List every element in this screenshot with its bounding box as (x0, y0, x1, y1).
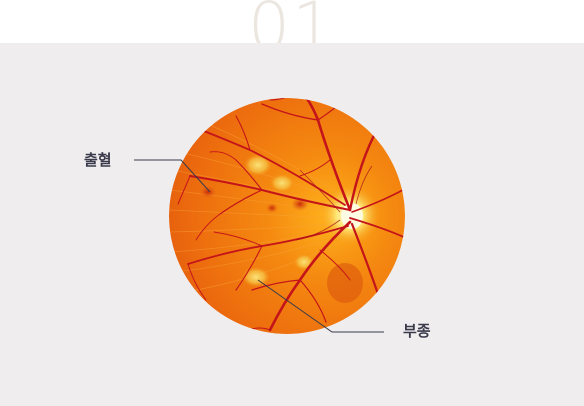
hemorrhage-leader-line (134, 159, 211, 193)
edema-spot (242, 267, 270, 287)
step-number: 01 (248, 0, 336, 54)
edema-leader-line (257, 279, 384, 333)
hemorrhage-label: 출혈 (84, 151, 112, 169)
exudate-spot (294, 254, 314, 270)
hemorrhage-spot (200, 186, 216, 198)
exudate-spot (244, 154, 272, 176)
edema-label: 부종 (403, 322, 431, 340)
exudate-spot (270, 174, 294, 192)
